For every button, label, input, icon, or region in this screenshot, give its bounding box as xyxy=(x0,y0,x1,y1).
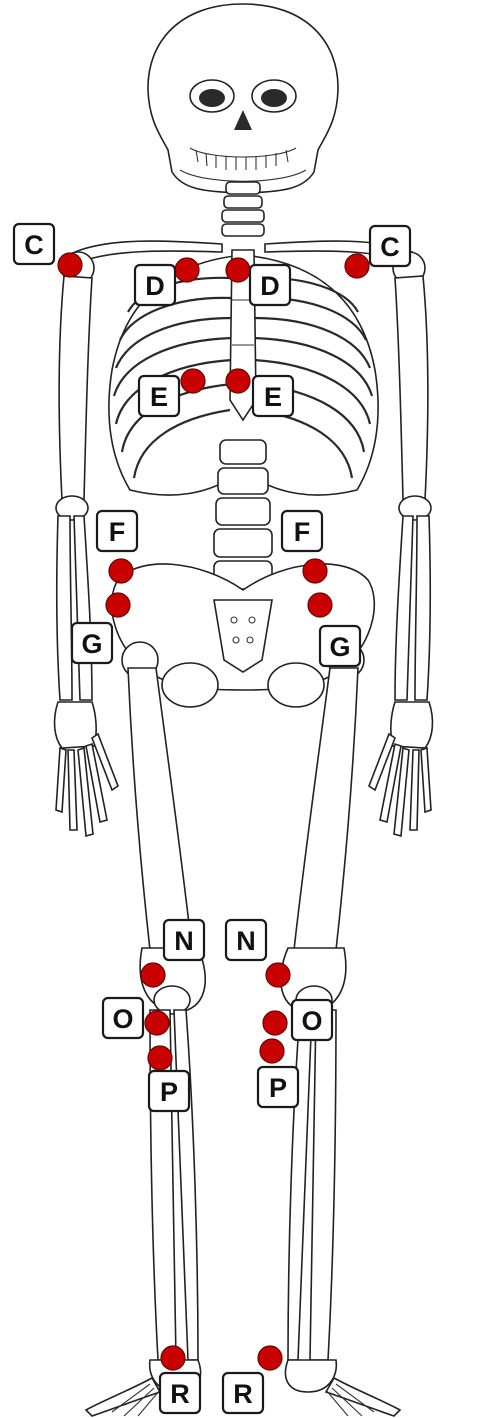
label-g-right: G xyxy=(320,626,360,666)
label-n-left-text: N xyxy=(174,926,194,956)
label-g-right-text: G xyxy=(329,632,350,662)
left-arm xyxy=(55,276,118,836)
label-f-right-text: F xyxy=(294,517,311,547)
label-e-left-text: E xyxy=(150,382,168,412)
label-r-right-text: R xyxy=(233,1379,253,1409)
label-c-right-text: C xyxy=(380,232,400,262)
marker-e-right xyxy=(226,369,250,393)
label-c-left-text: C xyxy=(24,230,44,260)
right-arm xyxy=(369,276,432,836)
marker-o-left xyxy=(145,1011,169,1035)
marker-r-left xyxy=(161,1346,185,1370)
marker-c-right xyxy=(345,254,369,278)
label-r-left: R xyxy=(160,1373,200,1413)
label-g-left: G xyxy=(72,623,112,663)
marker-e-left xyxy=(181,369,205,393)
label-r-right: R xyxy=(223,1373,263,1413)
label-n-left: N xyxy=(164,920,204,960)
marker-f-left xyxy=(109,559,133,583)
marker-c-left xyxy=(58,253,82,277)
label-d-left-text: D xyxy=(145,271,165,301)
label-g-left-text: G xyxy=(81,629,102,659)
skull xyxy=(148,4,338,193)
marker-r-right xyxy=(258,1346,282,1370)
left-clavicle xyxy=(75,241,222,262)
marker-d-right xyxy=(226,258,250,282)
marker-d-left xyxy=(175,258,199,282)
label-e-left: E xyxy=(139,376,179,416)
marker-p-left xyxy=(148,1046,172,1070)
label-r-left-text: R xyxy=(170,1379,190,1409)
label-c-left: C xyxy=(14,224,54,264)
label-p-right-text: P xyxy=(269,1073,287,1103)
label-o-right: O xyxy=(292,1000,332,1040)
label-f-left: F xyxy=(97,511,137,551)
marker-o-right xyxy=(263,1011,287,1035)
label-d-right-text: D xyxy=(260,271,280,301)
label-o-left-text: O xyxy=(112,1004,133,1034)
marker-f-right xyxy=(303,559,327,583)
marker-g-right xyxy=(308,593,332,617)
marker-n-right xyxy=(266,963,290,987)
marker-p-right xyxy=(260,1039,284,1063)
skeleton-illustration xyxy=(55,4,433,1416)
label-p-left-text: P xyxy=(160,1077,178,1107)
marker-n-left xyxy=(141,963,165,987)
label-d-left: D xyxy=(135,265,175,305)
label-p-left: P xyxy=(149,1071,189,1111)
label-e-right: E xyxy=(253,376,293,416)
cervical-spine xyxy=(222,182,264,236)
label-n-right: N xyxy=(226,920,266,960)
label-o-left: O xyxy=(103,998,143,1038)
label-p-right: P xyxy=(258,1067,298,1107)
label-o-right-text: O xyxy=(301,1006,322,1036)
label-f-right: F xyxy=(282,511,322,551)
label-d-right: D xyxy=(250,265,290,305)
label-n-right-text: N xyxy=(236,926,256,956)
label-e-right-text: E xyxy=(264,382,282,412)
label-f-left-text: F xyxy=(109,517,126,547)
lumbar-spine xyxy=(214,440,272,589)
label-c-right: C xyxy=(370,226,410,266)
marker-g-left xyxy=(106,593,130,617)
